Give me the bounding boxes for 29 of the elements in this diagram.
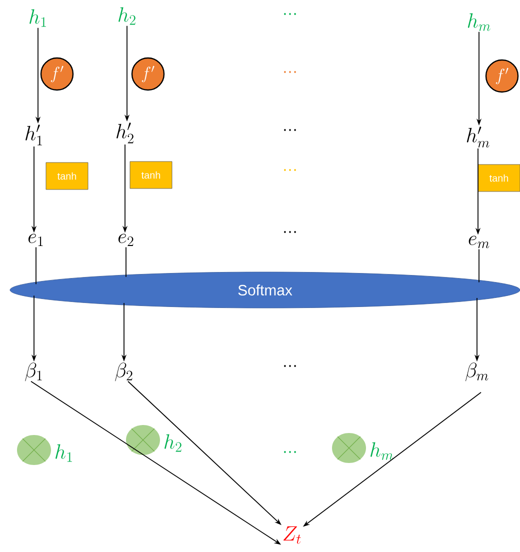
ellipsis: …: [284, 13, 296, 15]
ellipsis: …: [284, 129, 296, 131]
math-label: $h_1$: [30, 9, 46, 27]
math-label: $\beta_m$: [465, 362, 488, 382]
math-label: $e_m$: [468, 236, 490, 248]
math-label: $Z_t$: [283, 526, 301, 544]
ellipsis: …: [284, 451, 296, 453]
math-label: $h_m$: [468, 13, 490, 31]
math-label: $e_1$: [28, 234, 43, 246]
multiply-circle: [332, 433, 366, 463]
math-label: $\beta_2$: [115, 362, 132, 382]
multiply-circle: [17, 435, 51, 465]
math-label: $h'_1$: [26, 124, 42, 146]
math-label: $h_1$: [56, 444, 72, 462]
math-label: $h'_m$: [466, 126, 490, 148]
activation-box: tanh: [478, 164, 520, 192]
ellipsis: …: [284, 71, 296, 73]
math-label: $e_2$: [118, 234, 134, 246]
math-label: $h_2$: [164, 434, 182, 452]
ellipsis: …: [284, 169, 296, 171]
math-label: $h_2$: [118, 7, 136, 25]
math-label: $h'_2$: [116, 122, 134, 144]
math-label: $h_m$: [370, 442, 393, 460]
activation-box: tanh: [130, 161, 172, 189]
math-label: $\beta_1$: [25, 362, 42, 382]
multiply-circle: [126, 425, 160, 455]
ellipsis: …: [284, 231, 296, 233]
ellipsis: …: [284, 365, 296, 367]
activation-box: tanh: [46, 162, 88, 190]
